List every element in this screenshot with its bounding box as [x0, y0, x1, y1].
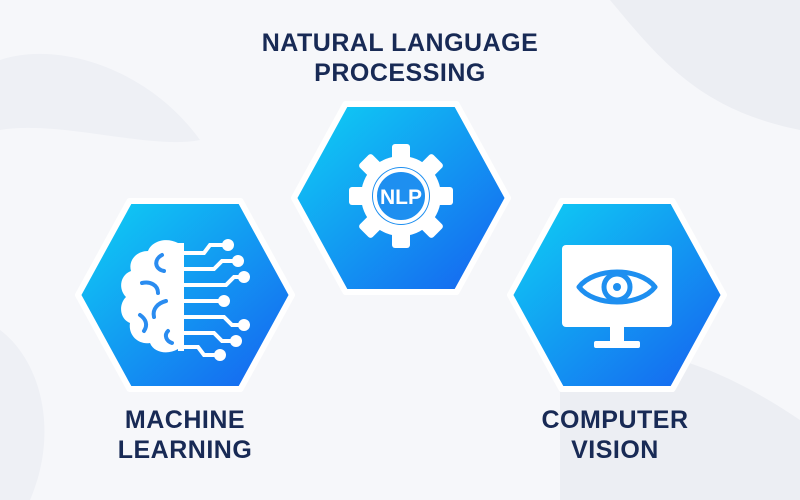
ml-node: [74, 197, 296, 393]
cv-node: [506, 197, 728, 393]
ml-label-line-2: LEARNING: [117, 436, 253, 464]
ml-hexagon: [75, 198, 295, 392]
nlp-label-line-2: PROCESSING: [314, 59, 486, 87]
nlp-icon-text: NLP: [380, 186, 422, 209]
ml-label-line-1: MACHINE: [124, 406, 246, 434]
nlp-hexagon: NLP: [291, 101, 511, 295]
cv-label-line-2: VISION: [571, 436, 659, 464]
brain-circuit-icon: [121, 239, 250, 361]
nlp-label-line-1: NATURAL LANGUAGE: [261, 29, 539, 57]
gear-icon: NLP: [349, 144, 453, 248]
monitor-eye-icon: [562, 245, 672, 348]
nlp-node: NLP: [290, 100, 512, 296]
cv-label: COMPUTER VISION: [500, 405, 730, 465]
nlp-label: NATURAL LANGUAGE PROCESSING: [230, 28, 570, 88]
cv-label-line-1: COMPUTER: [541, 406, 689, 434]
cv-hexagon: [507, 198, 727, 392]
eye-icon: [576, 269, 658, 305]
ml-label: MACHINE LEARNING: [70, 405, 300, 465]
